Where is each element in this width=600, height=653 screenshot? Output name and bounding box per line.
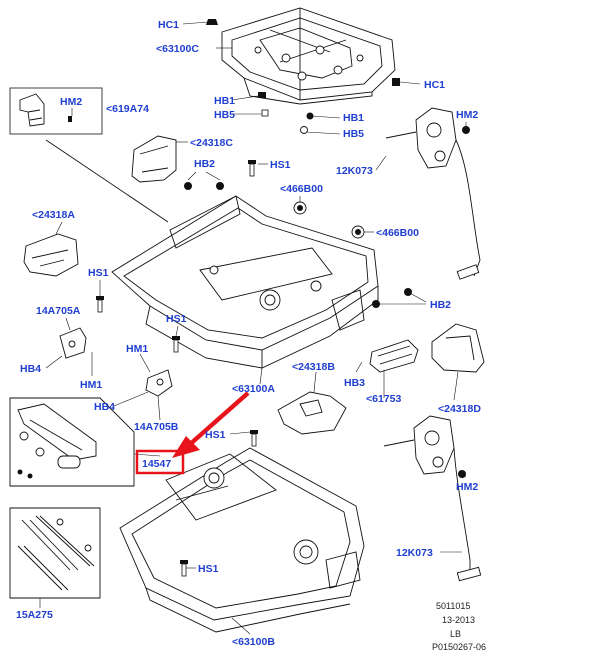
label-14a705b: 14A705B [134,421,179,433]
label-hm1-left: HM1 [80,379,102,391]
label-hb5-right: HB5 [343,128,364,140]
highlight-box [135,449,185,475]
bolt-hs1-mid [250,430,258,447]
label-63100c: <63100C [156,43,199,55]
label-hs1-left: HS1 [88,267,109,279]
trim-panel-24318d [431,323,485,373]
label-hb3: HB3 [344,377,365,389]
label-466b00-lower: <466B00 [376,227,419,239]
footer-line-2: 13-2013 [442,615,475,625]
fastener-clip-top-right [392,78,400,86]
spring-466b00-upper [293,201,307,215]
label-24318c: <24318C [190,137,233,149]
label-hc1-right: HC1 [424,79,445,91]
inset-rods-15a275 [9,507,101,599]
label-15a275: 15A275 [16,609,53,621]
bolt-hs1-left [96,296,104,313]
label-hs1-top: HS1 [270,159,291,171]
spring-466b00-lower [351,225,365,239]
seat-frame-63100b [119,447,365,633]
cable-12k073-lower [453,447,482,582]
label-hb1-right: HB1 [343,112,364,124]
footer-line-1: 5011015 [436,601,470,611]
handle-61753 [369,339,419,373]
label-hm1-center: HM1 [126,343,148,355]
label-63100a: <63100A [232,383,275,395]
trim-panel-24318b [277,391,347,435]
label-hm2-lower-right: HM2 [456,481,478,493]
bolt-hs1-top [248,160,256,177]
trim-panel-24318a [23,233,79,277]
bracket-14a705b [145,369,173,397]
inset-box-619a74 [9,87,103,135]
seat-frame-63100a [111,195,379,369]
clip-hm2-right [458,126,470,478]
fastener-clip-top-left [206,19,218,25]
label-hm2-inset: HM2 [60,96,82,108]
label-hm2-upper-right: HM2 [456,109,478,121]
label-hb4-center: HB4 [94,401,115,413]
label-12k073-lower: 12K073 [396,547,433,559]
label-14a705a: 14A705A [36,305,81,317]
diagram-reference-footer: 5011015 13-2013 LB P0150267-06 [432,601,486,652]
highlight-callout [135,391,250,475]
label-12k073-upper: 12K073 [336,165,373,177]
label-24318a: <24318A [32,209,75,221]
label-61753: <61753 [366,393,401,405]
part-labels: HC1 <63100C HC1 HM2 <619A74 HB1 HB5 HB1 … [16,19,481,648]
cable-12k073-upper [455,139,481,280]
label-hb2-upper: HB2 [194,158,215,170]
highlight-arrow-head [172,436,200,458]
label-14547: 14547 [142,458,171,470]
recliner-mechanism-upper [385,107,457,169]
cross-bar-shadow-line [45,139,169,223]
bracket-14a705a [59,327,87,359]
label-hs1-lower: HS1 [198,563,219,575]
label-hc1-top: HC1 [158,19,179,31]
label-466b00-upper: <466B00 [280,183,323,195]
label-63100b: <63100B [232,636,275,648]
label-hs1-center: HS1 [166,313,187,325]
label-hs1-mid: HS1 [205,429,226,441]
recliner-mechanism-lower [383,415,455,475]
nuts-hb2-upper [184,182,224,190]
label-hb1-left: HB1 [214,95,235,107]
label-hb5-left: HB5 [214,109,235,121]
bolt-hs1-center [172,336,180,353]
footer-line-4: P0150267-06 [432,642,486,652]
fasteners-hb1-hb5 [258,92,314,134]
bolt-hs1-lower [180,560,188,577]
trim-panel-24318c [131,135,177,183]
leader-lines [45,21,467,635]
label-24318b: <24318B [292,361,335,373]
label-hb4-left: HB4 [20,363,41,375]
highlight-arrow-shaft [186,391,250,448]
label-619a74: <619A74 [106,103,149,115]
label-24318d: <24318D [438,403,481,415]
inset-kit-14547 [9,397,135,487]
seat-cushion-pan-63100c [221,7,396,105]
footer-line-3: LB [450,629,461,639]
label-hb2-right: HB2 [430,299,451,311]
